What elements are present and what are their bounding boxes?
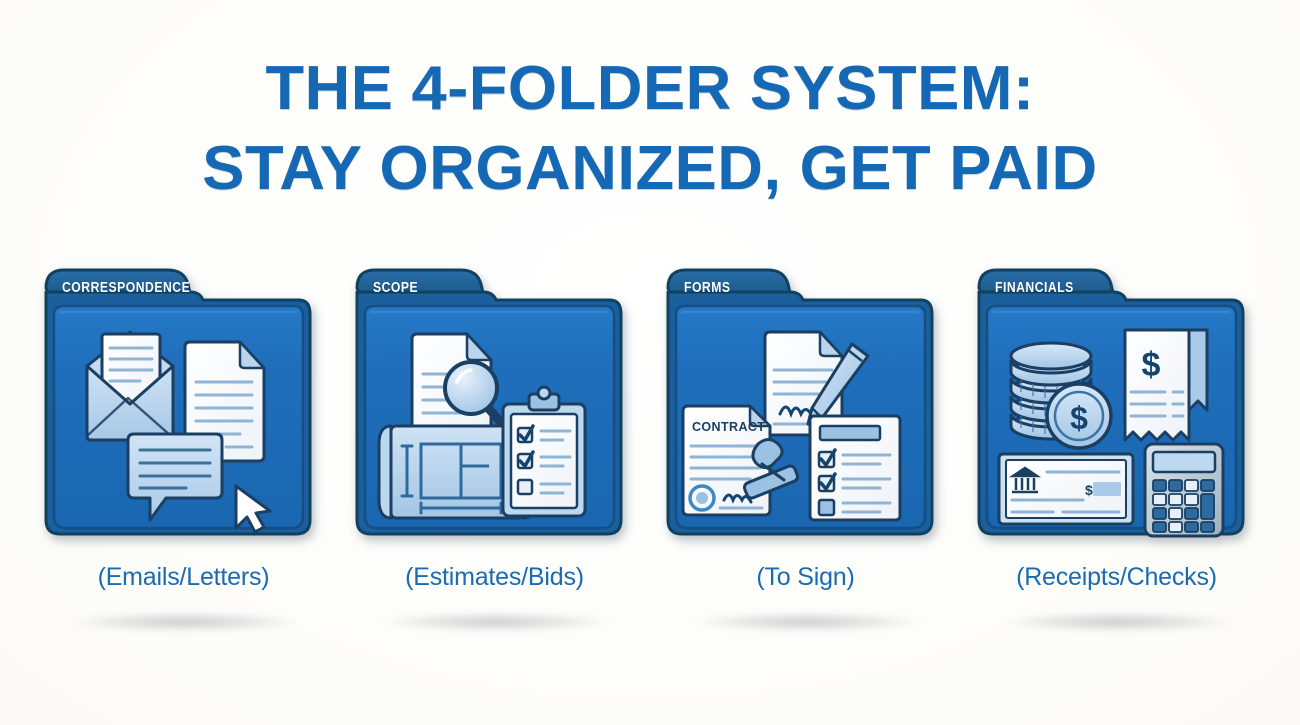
folder-tab-label: FINANCIALS	[995, 280, 1074, 296]
folder-row: CORRESPONDENCE	[0, 258, 1300, 632]
folder-caption-scope: (Estimates/Bids)	[405, 563, 584, 591]
coin-dollar-symbol: $	[1070, 400, 1088, 436]
folder-drop-shadow	[381, 612, 611, 632]
receipt-dollar-symbol: $	[1142, 346, 1161, 384]
cursor-icon	[234, 484, 272, 534]
folder-graphic-scope[interactable]: SCOPE	[351, 258, 626, 546]
folder-drop-shadow	[70, 612, 300, 632]
folder-card-correspondence[interactable]: CORRESPONDENCE	[40, 258, 327, 632]
checklist-form-icon	[808, 414, 902, 522]
folder-graphic-forms[interactable]: CONTRACT	[662, 258, 937, 546]
receipt-icon: $	[1123, 328, 1209, 442]
folder-graphic-correspondence[interactable]: CORRESPONDENCE	[40, 258, 315, 546]
folder-card-forms[interactable]: CONTRACT	[662, 258, 949, 632]
calculator-icon	[1143, 442, 1225, 538]
coins-icon: $	[1009, 341, 1113, 450]
folder-caption-correspondence: (Emails/Letters)	[97, 563, 270, 591]
speech-bubble-icon	[126, 432, 224, 522]
title-line-1: THE 4-FOLDER SYSTEM:	[265, 54, 1035, 123]
folder-drop-shadow	[692, 612, 922, 632]
contract-label: CONTRACT	[692, 420, 765, 434]
caption-row: (Emails/Letters) (Estimates/Bids) (To Si…	[0, 563, 1300, 607]
folder-caption-forms: (To Sign)	[756, 563, 855, 591]
folder-drop-shadow	[1003, 612, 1233, 632]
folder-tab-label: SCOPE	[373, 280, 419, 296]
clipboard-checklist-icon	[501, 385, 587, 518]
stamp-icon	[742, 438, 800, 500]
page-title: THE 4-FOLDER SYSTEM: STAY ORGANIZED, GET…	[0, 58, 1300, 200]
folder-caption-financials: (Receipts/Checks)	[1016, 563, 1217, 591]
folder-card-scope[interactable]: SCOPE	[351, 258, 638, 632]
folder-card-financials[interactable]: $ $	[973, 258, 1260, 632]
bank-icon	[1008, 466, 1042, 494]
folder-graphic-financials[interactable]: $ $	[973, 258, 1248, 546]
check-icon: $	[997, 452, 1135, 526]
title-line-2: STAY ORGANIZED, GET PAID	[202, 134, 1098, 203]
check-dollar-symbol: $	[1085, 482, 1093, 498]
folder-tab-label: FORMS	[684, 280, 731, 296]
folder-tab-label: CORRESPONDENCE	[62, 280, 191, 296]
